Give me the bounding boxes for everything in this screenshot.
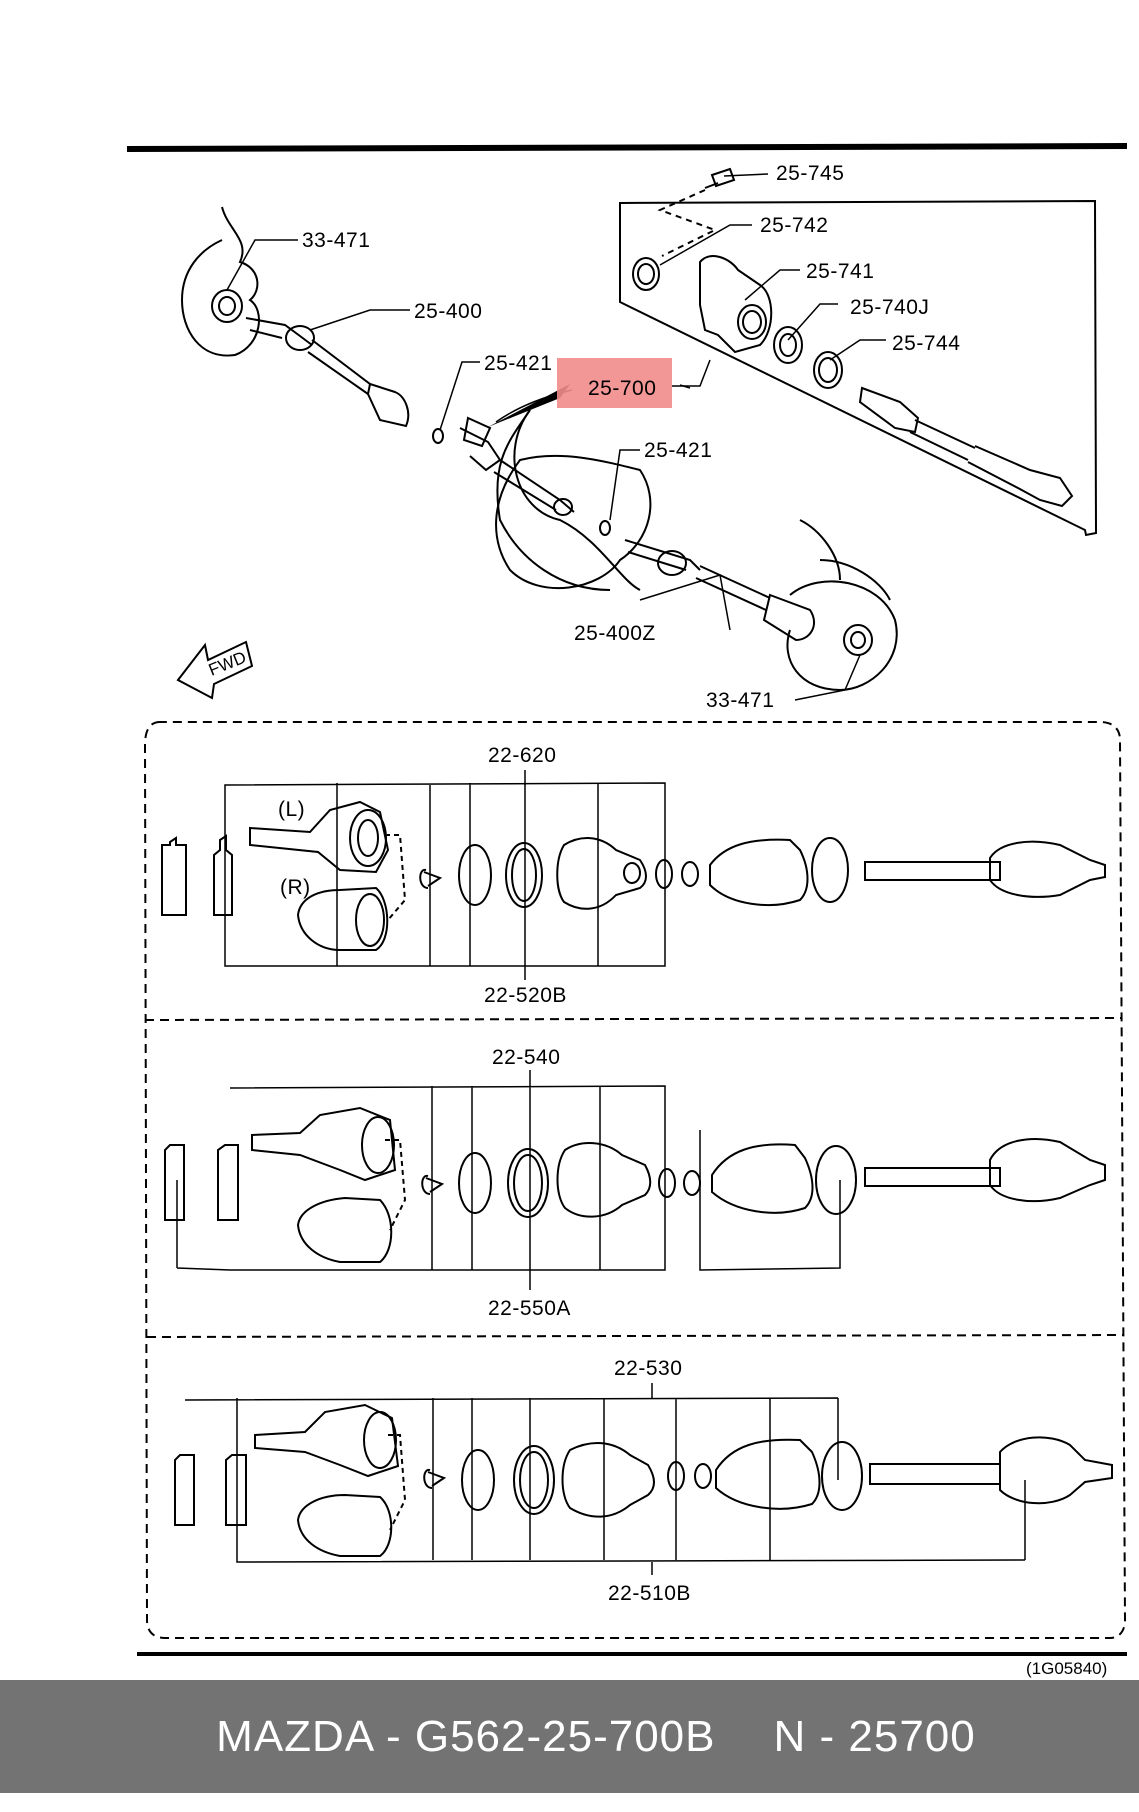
label-25-742: 25-742 [760, 214, 828, 237]
right-wheel-hub [786, 519, 898, 692]
exploded-panel-frame [143, 721, 1127, 1639]
fwd-arrow [176, 640, 254, 700]
label-22-540: 22-540 [492, 1046, 560, 1069]
panel-divider-2 [146, 1334, 1124, 1338]
panel-divider-1 [144, 1017, 1123, 1021]
label-25-740j: 25-740J [850, 296, 929, 319]
section-leaders [524, 770, 653, 1575]
label-25-400z: 25-400Z [574, 622, 656, 645]
label-22-620: 22-620 [488, 744, 556, 767]
highlight-leader [672, 359, 711, 387]
bearing-support-inset-box [619, 199, 1098, 537]
label-fwd: FWD [206, 648, 249, 680]
label-22-550a: 22-550A [488, 1297, 571, 1320]
section-2 [164, 1085, 1106, 1271]
label-25-700[interactable]: 25-700 [588, 377, 656, 400]
parts-diagram: 33-471 25-400 25-421 25-700 25-421 25-40… [126, 143, 1128, 1678]
label-25-421-a: 25-421 [484, 352, 552, 375]
label-33-471-top: 33-471 [302, 229, 370, 252]
label-25-400: 25-400 [414, 300, 482, 323]
label-25-745: 25-745 [776, 162, 844, 185]
label-22-520b: 22-520B [484, 984, 567, 1007]
footer-caption: MAZDA - G562-25-700B N - 25700 [163, 1662, 975, 1812]
label-33-471-bottom: 33-471 [706, 689, 774, 712]
label-25-744: 25-744 [892, 332, 960, 355]
label-right-mark: (R) [280, 876, 311, 899]
footer-brand-part: MAZDA - G562-25-700B [216, 1711, 716, 1761]
section-1 [161, 782, 1106, 967]
highlight-arrowhead [488, 384, 570, 427]
highlight-box [557, 358, 672, 408]
label-22-510b: 22-510B [608, 1582, 691, 1605]
top-rule [126, 143, 1128, 152]
label-22-530: 22-530 [614, 1357, 682, 1380]
joint-shaft [459, 409, 641, 591]
inset-parts [632, 167, 1074, 508]
figure-code: (1G05840) [1026, 1659, 1107, 1678]
footer-ref: N - 25700 [773, 1711, 976, 1761]
label-left-mark: (L) [278, 798, 305, 821]
leader-lines-top [226, 173, 886, 701]
footer-bar: MAZDA - G562-25-700B N - 25700 [0, 1680, 1139, 1793]
section-3 [174, 1397, 1113, 1563]
transaxle-outline [495, 454, 652, 590]
right-drive-shaft [624, 539, 815, 642]
left-drive-shaft [245, 317, 444, 444]
label-25-421-b: 25-421 [644, 439, 712, 462]
left-wheel-hub [180, 206, 260, 357]
label-25-741: 25-741 [806, 260, 874, 283]
